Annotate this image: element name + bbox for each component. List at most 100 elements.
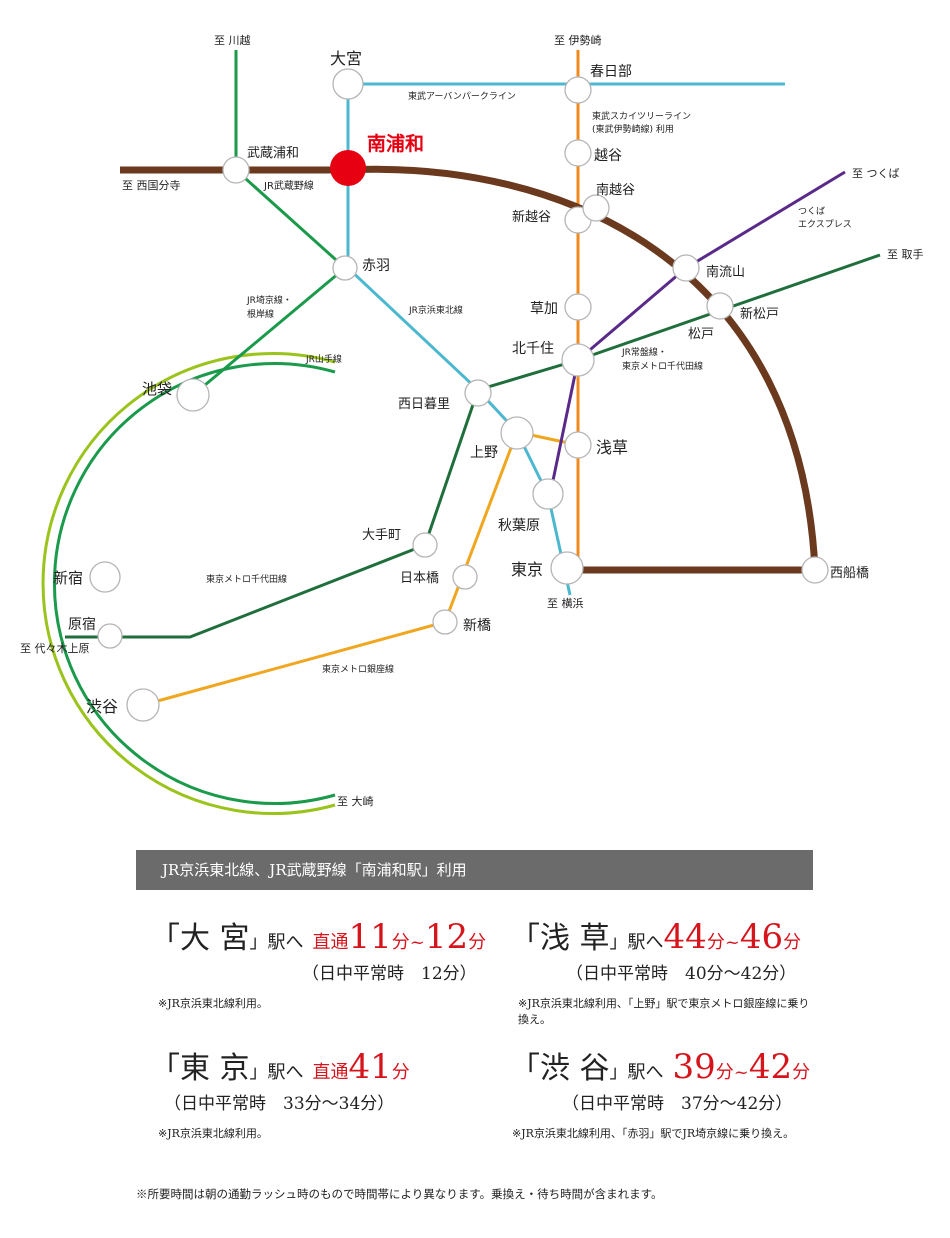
trip-tokyo: 「東 京」駅へ 直通41分 （日中平常時 33分〜34分） ※JR京浜東北線利用…: [150, 1050, 410, 1142]
line-label-tsukuba-2: エクスプレス: [798, 219, 852, 230]
station-label-kasukabe: 春日部: [590, 64, 632, 80]
line-label-skytree-2: (東武伊勢崎線) 利用: [592, 123, 674, 135]
minute-unit: 分: [391, 1062, 410, 1083]
open-bracket: 「: [150, 1051, 180, 1086]
tilde: ~: [409, 932, 425, 953]
ginza-line: [142, 430, 579, 707]
station-label-shinbashi: 新橋: [463, 618, 491, 634]
dest-yoyogiuehara: 至 代々木上原: [20, 642, 90, 655]
station-label-akihabara: 秋葉原: [498, 518, 540, 534]
minute-unit: 分: [783, 932, 802, 953]
tsukuba-express-line: [548, 170, 846, 496]
station-marker-soka: [564, 293, 592, 321]
route-banner: JR京浜東北線、JR武蔵野線「南浦和駅」利用: [136, 850, 813, 890]
trip-tokyo-station: 東 京: [180, 1051, 250, 1086]
trip-tokyo-daytime: （日中平常時 33分〜34分）: [164, 1094, 395, 1114]
trip-omiya: 「大 宮」駅へ 直通11分~12分 （日中平常時 12分） ※JR京浜東北線利用…: [150, 920, 486, 1012]
station-marker-asakusa: [564, 431, 592, 459]
tilde: ~: [724, 932, 740, 953]
line-label-tsukuba: つくば: [798, 206, 825, 217]
trip-asakusa-note: ※JR京浜東北線利用、「上野」駅で東京メトロ銀座線に乗り換え。: [518, 997, 810, 1026]
station-label-nihonbashi: 日本橋: [400, 571, 439, 586]
trip-asakusa-time-min: 44: [663, 917, 707, 957]
station-marker-nishinippori: [464, 379, 492, 407]
station-marker-minaminagareyama: [672, 254, 700, 282]
dest-osaki: 至 大崎: [337, 794, 374, 808]
trip-omiya-station: 大 宮: [180, 921, 250, 956]
dest-yokohama: 至 横浜: [547, 596, 584, 610]
station-label-akabane: 赤羽: [362, 258, 390, 274]
line-label-skytree: 東武スカイツリーライン: [592, 110, 691, 122]
trip-shibuya: 「渋 谷」駅へ 39分~42分 （日中平常時 37分〜42分） ※JR京浜東北線…: [510, 1050, 810, 1142]
station-marker-kasukabe: [564, 76, 592, 104]
trip-asakusa: 「浅 草」駅へ44分~46分 （日中平常時 40分〜42分） ※JR京浜東北線利…: [510, 920, 818, 1028]
station-marker-minamikoshigaya: [582, 194, 610, 222]
destination-labels: 至 川越 至 伊勢崎 至 西国分寺 至 つくば 至 取手 至 横浜 至 代々木上…: [20, 33, 924, 808]
station-marker-omiya: [332, 68, 364, 100]
dest-kawagoe: 至 川越: [214, 33, 251, 47]
station-marker-shinbashi: [432, 609, 458, 635]
line-label-ginza: 東京メトロ銀座線: [322, 663, 394, 675]
trip-omiya-time-min: 11: [348, 917, 392, 957]
station-label-ikebukuro: 池袋: [142, 380, 172, 398]
trip-shibuya-daytime: （日中平常時 37分〜42分）: [562, 1094, 793, 1114]
station-label-matsudo: 松戸: [688, 327, 714, 342]
station-label-harajuku: 原宿: [68, 616, 96, 633]
tilde: ~: [733, 1062, 749, 1083]
station-labels: 大宮 南浦和 武蔵浦和 赤羽 池袋 新宿 原宿 渋谷 西日暮里 上野 秋葉原 東…: [53, 49, 869, 716]
station-label-otemachi: 大手町: [362, 528, 401, 543]
open-bracket: 「: [510, 921, 540, 956]
trip-tokyo-time: 41: [348, 1047, 392, 1087]
line-label-urban-park: 東武アーバンパークライン: [408, 90, 516, 102]
line-label-saikyo: JR埼京線・: [246, 294, 292, 306]
keihin-tohoku-line: [346, 84, 572, 596]
station-marker-musashiurawa: [222, 156, 250, 184]
station-marker-shinmatsudo: [706, 292, 734, 320]
station-label-ueno: 上野: [470, 445, 498, 461]
open-bracket: 「: [510, 1051, 540, 1086]
minute-unit: 分: [792, 1062, 811, 1083]
station-marker-koshigaya: [564, 139, 592, 167]
minute-unit: 分: [468, 932, 487, 953]
station-marker-shinjuku: [89, 561, 121, 593]
station-label-omiya: 大宮: [330, 49, 362, 68]
station-label-minaminagareyama: 南流山: [706, 264, 745, 280]
route-map: 大宮 南浦和 武蔵浦和 赤羽 池袋 新宿 原宿 渋谷 西日暮里 上野 秋葉原 東…: [20, 33, 924, 815]
station-marker-akihabara: [532, 478, 564, 510]
close-bracket: 」駅へ: [609, 1062, 664, 1083]
trip-asakusa-heading: 「浅 草」駅へ44分~46分: [510, 920, 818, 960]
station-label-nishinippori: 西日暮里: [398, 397, 450, 412]
saikyo-line: [192, 50, 348, 397]
trip-omiya-daytime: （日中平常時 12分）: [302, 964, 477, 984]
minute-unit: 分: [715, 1062, 734, 1083]
line-label-chiyoda: 東京メトロ千代田線: [206, 573, 287, 585]
close-bracket: 」駅へ: [609, 932, 664, 953]
dest-tsukuba: 至 つくば: [852, 167, 900, 180]
line-label-keihin: JR京浜東北線: [408, 304, 463, 316]
dest-toride: 至 取手: [887, 247, 924, 261]
station-marker-nihonbashi: [452, 564, 478, 590]
line-label-saikyo-2: 根岸線: [247, 308, 274, 320]
station-marker-nishifunabashi: [801, 556, 829, 584]
trip-asakusa-time-max: 46: [739, 917, 784, 957]
dest-nishikokubunji: 至 西国分寺: [122, 179, 181, 192]
station-label-kitasenju: 北千住: [512, 341, 554, 357]
station-marker-akabane: [332, 255, 358, 281]
line-labels: 東武アーバンパークライン 東武スカイツリーライン (東武伊勢崎線) 利用 JR武…: [206, 90, 852, 675]
trip-tokyo-heading: 「東 京」駅へ 直通41分: [150, 1050, 410, 1090]
station-label-soka: 草加: [530, 301, 558, 317]
line-label-yamanote: JR山手線: [305, 353, 342, 365]
station-label-shinjuku: 新宿: [53, 569, 83, 587]
station-marker-harajuku: [97, 623, 123, 649]
trip-omiya-note: ※JR京浜東北線利用。: [158, 997, 268, 1010]
trip-shibuya-station: 渋 谷: [540, 1051, 610, 1086]
direct-badge: 直通: [312, 1062, 349, 1083]
direct-badge: 直通: [312, 932, 349, 953]
station-marker-otemachi: [412, 532, 438, 558]
trip-tokyo-note: ※JR京浜東北線利用。: [158, 1127, 268, 1140]
station-marker-minamiurawa: [330, 150, 366, 186]
trip-omiya-time-max: 12: [424, 917, 469, 957]
station-label-nishifunabashi: 西船橋: [830, 566, 869, 581]
dest-isesaki: 至 伊勢崎: [554, 33, 602, 47]
close-bracket: 」駅へ: [249, 932, 304, 953]
